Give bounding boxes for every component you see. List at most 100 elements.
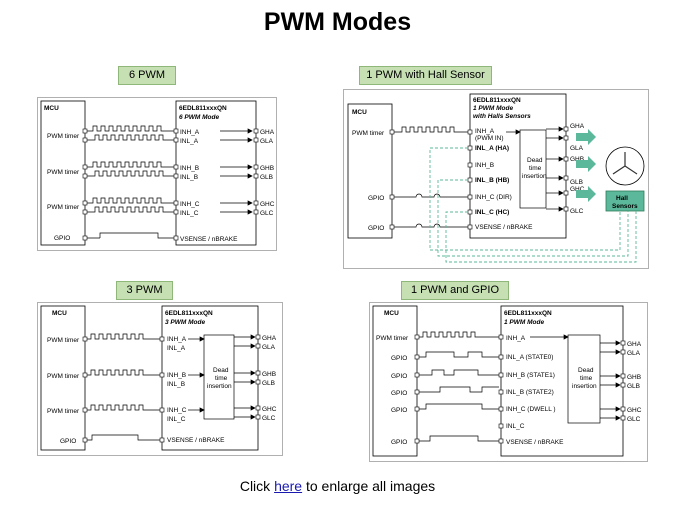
figure-6-pwm[interactable]: MCU 6EDL811xxxQN 6 PWM Mode PWM timer PW… <box>37 97 277 251</box>
diagram-label: GLB <box>570 179 583 186</box>
diagram-label: VSENSE / nBRAKE <box>506 439 564 446</box>
diagram-label: PWM timer <box>47 204 80 211</box>
diagram-label: Sensors <box>612 203 638 210</box>
diagram-label: GPIO <box>391 355 407 362</box>
diagram-label: GPIO <box>391 407 407 414</box>
diagram-label: GLA <box>262 344 276 351</box>
diagram-label: INH_B (STATE1) <box>506 372 555 379</box>
figure-3-pwm[interactable]: MCU 6EDL811xxxQN 3 PWM Mode PWM timer PW… <box>37 302 283 456</box>
footer-text: Click here to enlarge all images <box>0 478 675 494</box>
diagram-label: INH_A <box>180 129 200 136</box>
diagram-label: INL_A (HA) <box>475 145 509 152</box>
diagram-label: GLC <box>627 416 641 423</box>
diagram-label: INH_A <box>167 336 187 343</box>
diagram-1-pwm-hall: MCU 6EDL811xxxQN 1 PWM Mode with Halls S… <box>347 93 645 263</box>
diagram-label: INH_C (DWELL ) <box>506 406 556 413</box>
diagram-label: 6EDL811xxxQN <box>504 310 552 317</box>
diagram-label: Dead <box>578 367 594 374</box>
tag-1-pwm-gpio: 1 PWM and GPIO <box>401 281 509 300</box>
diagram-label: GLA <box>260 138 274 145</box>
diagram-label: GLC <box>570 208 584 215</box>
diagram-label: INH_B <box>167 372 186 379</box>
tag-6-pwm: 6 PWM <box>118 66 176 85</box>
diagram-label: 6EDL811xxxQN <box>165 310 213 317</box>
chip-label: 6EDL811xxxQN <box>179 105 227 112</box>
diagram-label: PWM timer <box>47 373 80 380</box>
diagram-label: INH_A <box>506 335 526 342</box>
diagram-label: GHB <box>627 374 641 381</box>
footer-before: Click <box>239 478 275 494</box>
diagram-label: GHC <box>262 406 277 413</box>
diagram-label: GPIO <box>391 373 407 380</box>
diagram-label: GHC <box>260 201 275 208</box>
diagram-label: 6EDL811xxxQN <box>473 97 521 104</box>
diagram-label: GHC <box>627 407 642 414</box>
diagram-label: insertion <box>522 173 547 180</box>
diagram-label: VSENSE / nBRAKE <box>475 224 533 231</box>
mode-label: 6 PWM Mode <box>179 114 219 121</box>
diagram-label: INL_C <box>506 423 525 430</box>
diagram-label: GHB <box>262 371 276 378</box>
diagram-label: GPIO <box>368 195 384 202</box>
tag-1-pwm-hall: 1 PWM with Hall Sensor <box>359 66 492 85</box>
diagram-label: time <box>215 375 228 382</box>
diagram-label: with Halls Sensors <box>473 113 531 120</box>
diagram-label: GHA <box>262 335 277 342</box>
diagram-label: PWM timer <box>376 335 409 342</box>
diagram-label: PWM timer <box>47 337 80 344</box>
footer-after: to enlarge all images <box>302 478 436 494</box>
diagram-label: GPIO <box>54 235 70 242</box>
diagram-label: PWM timer <box>47 408 80 415</box>
diagram-label: PWM timer <box>352 130 385 137</box>
diagram-label: VSENSE / nBRAKE <box>180 236 238 243</box>
diagram-label: VSENSE / nBRAKE <box>167 437 225 444</box>
diagram-label: INL_B (STATE2) <box>506 389 554 396</box>
diagram-label: GHB <box>570 156 584 163</box>
diagram-label: INL_B (HB) <box>475 177 509 184</box>
diagram-label: INH_A <box>475 128 495 135</box>
figure-1-pwm-hall[interactable]: MCU 6EDL811xxxQN 1 PWM Mode with Halls S… <box>343 89 649 269</box>
diagram-label: insertion <box>572 383 597 390</box>
diagram-label: MCU <box>384 310 399 317</box>
enlarge-images-link[interactable]: here <box>274 478 303 494</box>
diagram-label: (PWM IN) <box>475 135 504 142</box>
diagram-1-pwm-gpio: MCU 6EDL811xxxQN 1 PWM Mode PWM timer GP… <box>372 305 642 457</box>
diagram-label: GHA <box>570 123 585 130</box>
diagram-label: INL_B <box>167 381 185 388</box>
diagram-label: Dead <box>213 367 229 374</box>
diagram-label: Dead <box>527 157 543 164</box>
diagram-label: GPIO <box>368 225 384 232</box>
diagram-label: GLC <box>260 210 274 217</box>
diagram-3-pwm: MCU 6EDL811xxxQN 3 PWM Mode PWM timer PW… <box>40 305 277 451</box>
diagram-label: insertion <box>207 383 232 390</box>
diagram-label: GPIO <box>391 439 407 446</box>
diagram-label: GPIO <box>60 438 76 445</box>
diagram-label: 3 PWM Mode <box>165 319 205 326</box>
diagram-label: time <box>580 375 593 382</box>
diagram-label: MCU <box>52 310 67 317</box>
diagram-label: INL_A <box>180 138 199 145</box>
diagram-label: GHA <box>627 341 642 348</box>
diagram-label: INL_A <box>167 345 186 352</box>
diagram-label: GLB <box>627 383 640 390</box>
diagram-label: INH_B <box>180 165 199 172</box>
diagram-label: time <box>529 165 542 172</box>
diagram-label: INL_B <box>180 174 198 181</box>
diagram-label: INH_C (DIR) <box>475 194 512 201</box>
diagram-label: INL_C (HC) <box>475 209 509 216</box>
diagram-label: 1 PWM Mode <box>504 319 544 326</box>
diagram-label: GLB <box>262 380 275 387</box>
diagram-label: INH_B <box>475 162 494 169</box>
diagram-label: INL_C <box>167 416 186 423</box>
diagram-6-pwm: MCU 6EDL811xxxQN 6 PWM Mode PWM timer PW… <box>40 100 275 246</box>
diagram-label: Hall <box>616 195 628 202</box>
diagram-label: PWM timer <box>47 169 80 176</box>
diagram-label: INH_C <box>167 407 187 414</box>
diagram-label: INH_C <box>180 201 200 208</box>
diagram-label: MCU <box>352 109 367 116</box>
figure-1-pwm-gpio[interactable]: MCU 6EDL811xxxQN 1 PWM Mode PWM timer GP… <box>369 302 648 462</box>
diagram-label: GHB <box>260 165 274 172</box>
diagram-label: GLA <box>570 145 584 152</box>
diagram-label: INL_C <box>180 210 199 217</box>
diagram-label: GLA <box>627 350 641 357</box>
